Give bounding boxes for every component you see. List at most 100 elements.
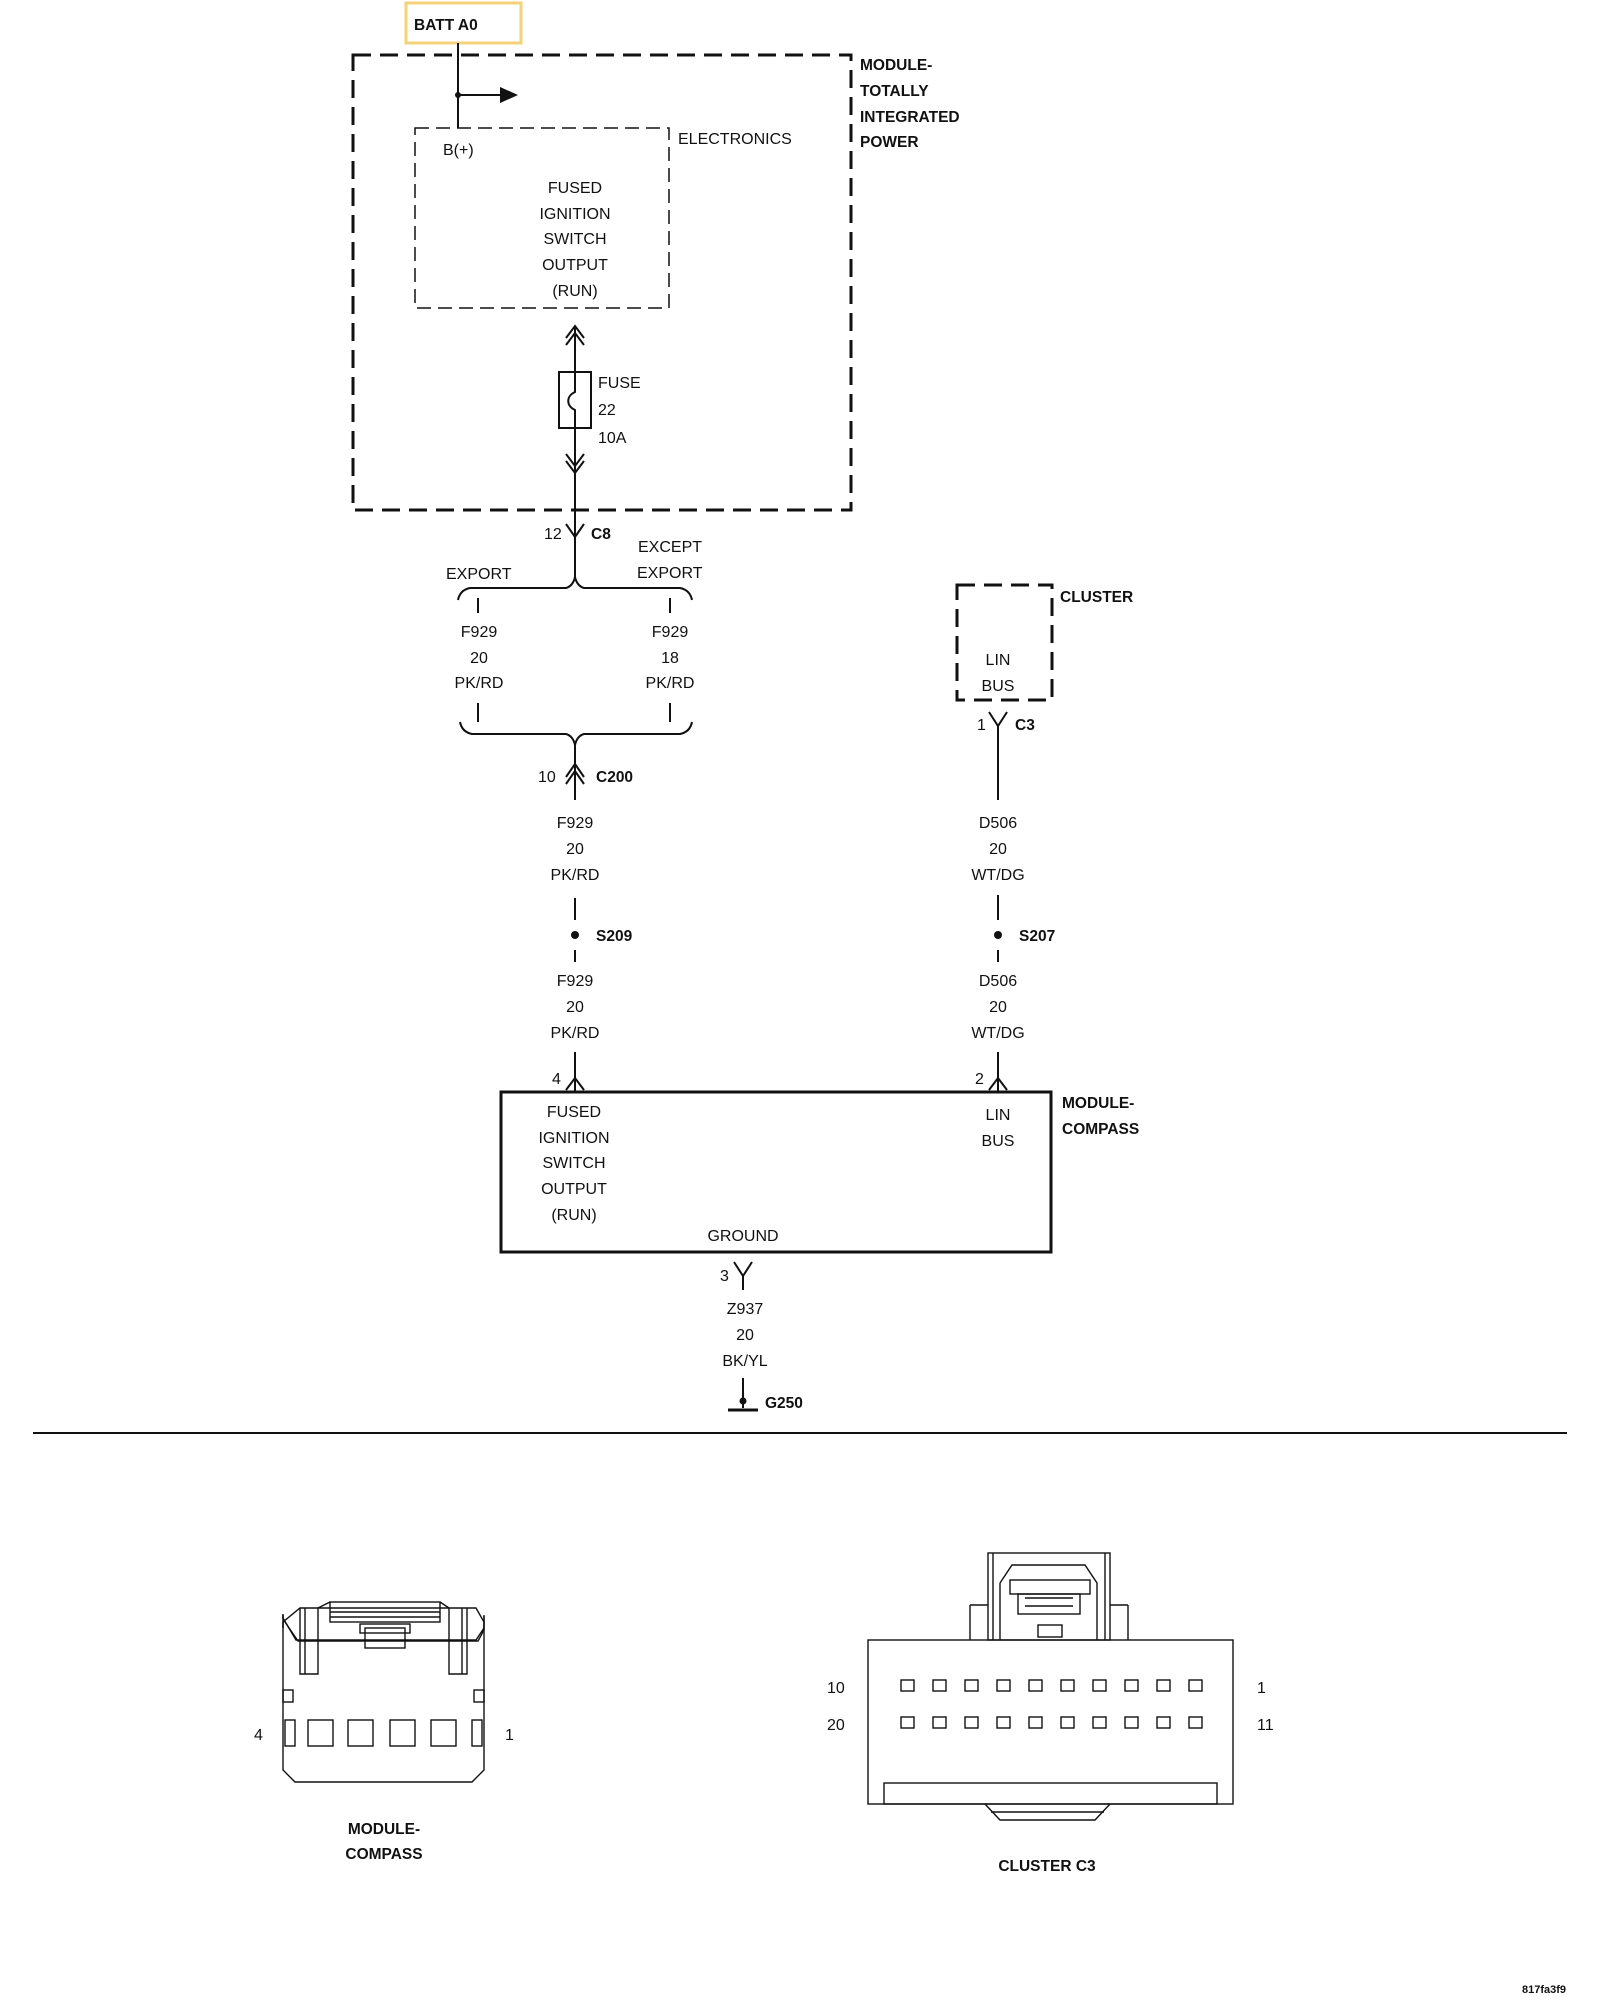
- splice-dot-icon: [994, 931, 1002, 939]
- batt-highlight-box: [404, 1, 523, 45]
- bplus-label: B(+): [443, 142, 474, 159]
- merge-brace-bottom: [459, 721, 693, 746]
- svg-text:20: 20: [989, 841, 1007, 858]
- cluster-pin-cavity: [1124, 1716, 1139, 1729]
- compass-connector-view[interactable]: 4 1: [254, 1601, 514, 1783]
- electronics-label: ELECTRONICS: [678, 131, 792, 148]
- svg-text:PK/RD: PK/RD: [455, 675, 504, 692]
- svg-text:C3: C3: [1015, 717, 1035, 734]
- cluster-pin-cavity: [900, 1679, 915, 1692]
- branch-except-label-2: EXPORT: [637, 565, 703, 582]
- svg-text:BK/YL: BK/YL: [722, 1353, 767, 1370]
- cluster-view-pin-11: 11: [1257, 1717, 1274, 1734]
- cluster-view-pin-10: 10: [827, 1680, 845, 1697]
- electronics-box: [414, 127, 670, 309]
- cluster-pin-cavity: [1156, 1716, 1171, 1729]
- cluster-pin-cavity: [996, 1679, 1011, 1692]
- svg-text:F929: F929: [652, 624, 689, 641]
- connector-y-icon: [733, 1261, 753, 1278]
- svg-text:LIN: LIN: [986, 1107, 1011, 1124]
- compass-power-label: FUSED IGNITION SWITCH OUTPUT (RUN): [538, 1104, 609, 1224]
- svg-text:20: 20: [470, 650, 488, 667]
- cluster-view-caption: CLUSTER C3: [998, 1858, 1096, 1875]
- svg-text:S209: S209: [596, 928, 633, 945]
- svg-text:IGNITION: IGNITION: [538, 1130, 609, 1147]
- connector-c8[interactable]: 12 C8: [544, 523, 611, 552]
- compass-pin-3[interactable]: 3: [720, 1261, 753, 1290]
- svg-text:(RUN): (RUN): [552, 283, 597, 300]
- cluster-pin-cavity: [1060, 1716, 1075, 1729]
- connector-y-icon: [565, 523, 585, 539]
- svg-text:20: 20: [566, 841, 584, 858]
- svg-text:PK/RD: PK/RD: [551, 867, 600, 884]
- svg-text:COMPASS: COMPASS: [345, 1846, 422, 1863]
- splice-s209[interactable]: S209: [571, 928, 633, 945]
- svg-text:BUS: BUS: [982, 1133, 1015, 1150]
- branch-except-label-1: EXCEPT: [638, 539, 702, 556]
- cluster-pin-cavity: [964, 1679, 979, 1692]
- wire-d506-segment-b[interactable]: D506 20 WT/DG: [971, 973, 1024, 1042]
- wire-d506-segment-a[interactable]: D506 20 WT/DG: [971, 815, 1024, 884]
- svg-text:MODULE-: MODULE-: [860, 57, 932, 74]
- svg-text:4: 4: [552, 1071, 561, 1088]
- cluster-lin-bus-label: LIN BUS: [982, 652, 1015, 695]
- svg-text:WT/DG: WT/DG: [971, 867, 1024, 884]
- compass-pin-4[interactable]: 4: [552, 1071, 585, 1092]
- svg-text:F929: F929: [461, 624, 498, 641]
- svg-text:IGNITION: IGNITION: [539, 206, 610, 223]
- svg-text:COMPASS: COMPASS: [1062, 1121, 1139, 1138]
- cluster-pin-grid: [900, 1679, 1203, 1729]
- svg-text:(RUN): (RUN): [551, 1207, 596, 1224]
- connector-c200[interactable]: 10 C200: [538, 760, 633, 800]
- svg-text:FUSED: FUSED: [548, 180, 602, 197]
- splice-s207[interactable]: S207: [994, 928, 1055, 945]
- svg-text:C8: C8: [591, 526, 611, 543]
- svg-text:20: 20: [566, 999, 584, 1016]
- svg-text:22: 22: [598, 402, 616, 419]
- connector-cluster-c3[interactable]: 1 C3: [977, 711, 1035, 800]
- svg-text:PK/RD: PK/RD: [646, 675, 695, 692]
- ground-g250[interactable]: G250: [728, 1395, 803, 1412]
- compass-view-pin-4: 4: [254, 1727, 263, 1744]
- svg-text:G250: G250: [765, 1395, 803, 1412]
- cluster-view-pin-1: 1: [1257, 1680, 1266, 1697]
- svg-text:MODULE-: MODULE-: [348, 1821, 420, 1838]
- compass-lin-label: LIN BUS: [982, 1107, 1015, 1150]
- fuse-22[interactable]: FUSE 22 10A: [558, 324, 641, 475]
- tipm-module-box: [351, 53, 853, 512]
- cluster-pin-cavity: [1092, 1716, 1107, 1729]
- wire-f929-segment-b[interactable]: F929 20 PK/RD: [551, 973, 600, 1042]
- svg-text:F929: F929: [557, 973, 594, 990]
- cluster-box: [955, 583, 1054, 702]
- wire-f929-except-export[interactable]: F929 18 PK/RD: [646, 624, 695, 692]
- svg-text:2: 2: [975, 1071, 984, 1088]
- tipm-title: MODULE- TOTALLY INTEGRATED POWER: [860, 57, 960, 151]
- branch-export-label: EXPORT: [446, 566, 512, 583]
- svg-text:LIN: LIN: [986, 652, 1011, 669]
- cluster-pin-cavity: [1188, 1716, 1203, 1729]
- svg-text:FUSE: FUSE: [598, 375, 641, 392]
- connector-y-icon: [988, 711, 1008, 728]
- svg-text:SWITCH: SWITCH: [542, 1155, 605, 1172]
- svg-text:POWER: POWER: [860, 134, 919, 151]
- batt-a0-label[interactable]: BATT A0: [404, 1, 523, 45]
- svg-text:3: 3: [720, 1268, 729, 1285]
- svg-text:20: 20: [736, 1327, 754, 1344]
- svg-text:D506: D506: [979, 815, 1017, 832]
- compass-pin-2[interactable]: 2: [975, 1071, 1008, 1092]
- cluster-pin-cavity: [1092, 1679, 1107, 1692]
- svg-text:OUTPUT: OUTPUT: [541, 1181, 607, 1198]
- cluster-c3-connector-view[interactable]: 10 1 20 11: [827, 1552, 1274, 1821]
- compass-title: MODULE- COMPASS: [1062, 1095, 1139, 1138]
- compass-ground-label: GROUND: [707, 1228, 778, 1245]
- wire-f929-export[interactable]: F929 20 PK/RD: [455, 624, 504, 692]
- splice-dot-icon: [571, 931, 579, 939]
- svg-text:INTEGRATED: INTEGRATED: [860, 109, 960, 126]
- compass-view-caption: MODULE- COMPASS: [345, 1821, 422, 1863]
- wire-f929-segment-a[interactable]: F929 20 PK/RD: [551, 815, 600, 884]
- cluster-pin-cavity: [964, 1716, 979, 1729]
- cluster-pin-cavity: [1124, 1679, 1139, 1692]
- wire-z937-ground[interactable]: Z937 20 BK/YL: [722, 1301, 767, 1370]
- svg-text:20: 20: [989, 999, 1007, 1016]
